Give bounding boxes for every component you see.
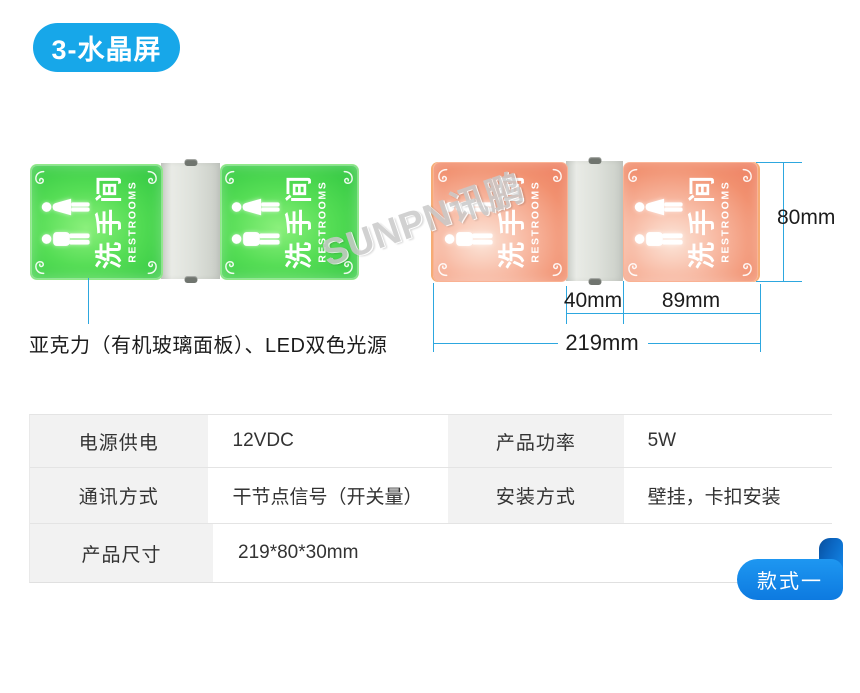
dim-tick bbox=[756, 281, 802, 282]
sign-title-en: RESTROOMS bbox=[126, 180, 139, 263]
restroom-figures bbox=[231, 194, 282, 251]
corner-flourish-icon bbox=[35, 261, 45, 275]
table-row: 产品尺寸 219*80*30mm bbox=[30, 523, 832, 582]
cell-divider bbox=[446, 468, 448, 523]
red-sign-left-panel: 洗手间 RESTROOMS bbox=[433, 162, 568, 282]
woman-icon bbox=[634, 199, 683, 216]
spec-value: 壁挂，卡扣安装 bbox=[647, 487, 781, 508]
spec-table: 电源供电 12VDC 产品功率 5W 通讯方式 干节点信号（开关量） 安装方式 … bbox=[29, 414, 832, 583]
corner-flourish-icon bbox=[147, 170, 157, 184]
material-description: 亚克力（有机玻璃面板）、LED双色光源 bbox=[29, 335, 388, 357]
man-icon bbox=[41, 232, 90, 247]
restroom-figures bbox=[444, 194, 495, 251]
green-sign-left-panel: 洗手间 RESTROOMS bbox=[30, 164, 163, 280]
dim-line-total bbox=[648, 343, 760, 344]
spec-value: 干节点信号（开关量） bbox=[232, 487, 423, 508]
corner-flourish-icon bbox=[438, 168, 448, 182]
spec-label: 安装方式 bbox=[448, 468, 624, 523]
sign-title-en: RESTROOMS bbox=[529, 180, 542, 263]
man-icon bbox=[634, 232, 683, 247]
man-icon bbox=[444, 232, 493, 247]
cell-divider bbox=[623, 415, 626, 467]
table-row: 通讯方式 干节点信号（开关量） 安装方式 壁挂，卡扣安装 bbox=[30, 467, 832, 523]
cell-divider bbox=[207, 415, 210, 467]
corner-flourish-icon bbox=[628, 168, 638, 182]
screw-icon bbox=[588, 157, 601, 164]
corner-flourish-icon bbox=[628, 263, 638, 277]
corner-flourish-icon bbox=[147, 261, 157, 275]
dim-line-bracket-panel bbox=[566, 313, 761, 314]
spec-value: 12VDC bbox=[232, 430, 294, 451]
corner-flourish-icon bbox=[742, 168, 752, 182]
green-sign-bracket bbox=[161, 159, 220, 283]
screw-icon bbox=[184, 159, 197, 166]
restroom-figures bbox=[634, 194, 685, 251]
style-ribbon: 款式一 bbox=[737, 559, 843, 600]
corner-flourish-icon bbox=[742, 263, 752, 277]
section-title-badge: 3-水晶屏 bbox=[33, 23, 180, 72]
panel-artwork: 洗手间 RESTROOMS bbox=[221, 166, 358, 280]
spec-label: 电源供电 bbox=[30, 415, 208, 467]
spec-value: 219*80*30mm bbox=[238, 542, 359, 563]
sign-title-en: RESTROOMS bbox=[719, 180, 732, 263]
spec-value: 5W bbox=[647, 430, 677, 451]
sign-title-cn: 洗手间 bbox=[94, 170, 125, 269]
sign-title-cn: 洗手间 bbox=[687, 170, 718, 269]
dim-line-total bbox=[433, 343, 558, 344]
panel-artwork: 洗手间 RESTROOMS bbox=[434, 164, 567, 282]
dim-tick bbox=[566, 286, 567, 324]
corner-flourish-icon bbox=[35, 170, 45, 184]
corner-flourish-icon bbox=[552, 263, 562, 277]
dim-label-total: 219mm bbox=[565, 330, 639, 355]
dim-tick bbox=[623, 281, 624, 324]
man-icon bbox=[231, 232, 280, 247]
spec-label: 产品尺寸 bbox=[30, 524, 213, 582]
dim-label-height: 80mm bbox=[777, 206, 836, 229]
woman-icon bbox=[41, 199, 90, 216]
corner-flourish-icon bbox=[438, 263, 448, 277]
red-sign-bracket bbox=[566, 157, 623, 285]
cell-divider bbox=[446, 415, 448, 467]
restroom-figures bbox=[41, 194, 92, 251]
callout-line bbox=[88, 278, 89, 324]
cell-divider bbox=[207, 468, 210, 523]
dim-tick bbox=[760, 284, 761, 352]
screw-icon bbox=[588, 278, 601, 285]
corner-flourish-icon bbox=[343, 170, 353, 184]
ribbon-label: 款式一 bbox=[757, 571, 823, 593]
dim-label-bracket: 40mm bbox=[563, 289, 623, 312]
panel-artwork: 洗手间 RESTROOMS bbox=[31, 166, 162, 280]
table-row: 电源供电 12VDC 产品功率 5W bbox=[30, 415, 832, 467]
sign-title-cn: 洗手间 bbox=[284, 170, 315, 269]
dim-tick bbox=[756, 162, 802, 163]
red-sign-right-panel: 洗手间 RESTROOMS bbox=[623, 162, 758, 282]
woman-icon bbox=[231, 199, 280, 216]
dim-line-height bbox=[783, 162, 784, 281]
spec-label: 产品功率 bbox=[448, 415, 624, 467]
dim-tick bbox=[433, 283, 434, 352]
woman-icon bbox=[444, 199, 493, 216]
corner-flourish-icon bbox=[552, 168, 562, 182]
screw-icon bbox=[184, 276, 197, 283]
spec-label: 通讯方式 bbox=[30, 468, 208, 523]
dim-label-panel: 89mm bbox=[661, 289, 721, 312]
corner-flourish-icon bbox=[343, 261, 353, 275]
corner-flourish-icon bbox=[225, 170, 235, 184]
corner-flourish-icon bbox=[225, 261, 235, 275]
green-sign-right-panel: 洗手间 RESTROOMS bbox=[220, 164, 359, 280]
section-title-label: 3-水晶屏 bbox=[51, 35, 162, 65]
panel-artwork: 洗手间 RESTROOMS bbox=[624, 164, 757, 282]
cell-divider bbox=[623, 468, 626, 523]
cell-divider bbox=[213, 524, 215, 582]
